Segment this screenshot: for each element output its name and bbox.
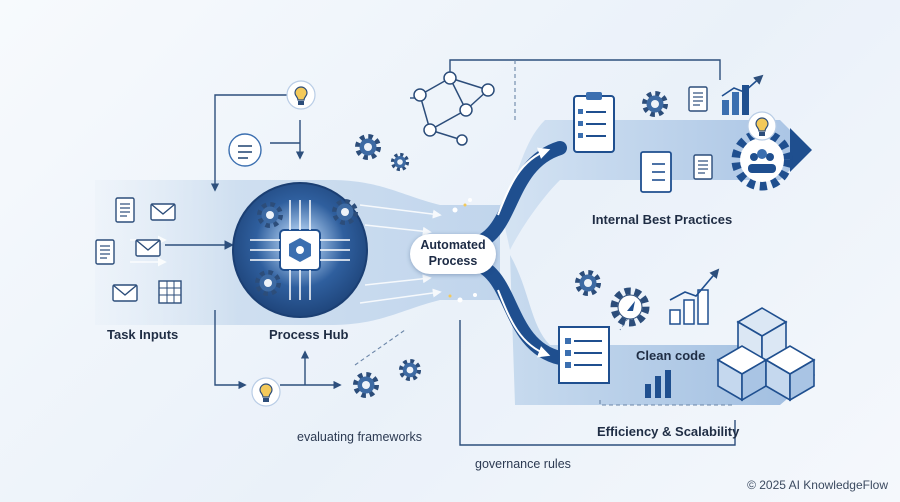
automated-process-label: Automated Process — [410, 237, 496, 269]
upper-arrow-highlight — [497, 147, 551, 216]
checklist-arrows-icon — [228, 133, 262, 167]
spreadsheet-icon — [158, 280, 182, 304]
governance-rules-label: governance rules — [475, 457, 571, 471]
efficiency-scalability-label: Efficiency & Scalability — [597, 424, 740, 439]
internal-best-practices-label: Internal Best Practices — [592, 212, 733, 227]
sparkle-dots — [448, 198, 477, 303]
connector-lines — [165, 59, 736, 446]
lightbulb-icon — [251, 377, 281, 407]
automated-process-pill — [410, 234, 496, 274]
network-icon — [413, 71, 495, 146]
gear-icon — [358, 137, 378, 157]
automated-process-line2: Process — [428, 254, 478, 268]
envelope-icon — [135, 239, 161, 257]
gear-icon — [356, 375, 376, 395]
task-inputs-label: Task Inputs — [107, 327, 179, 342]
evaluating-frameworks-label: evaluating frameworks — [297, 430, 423, 444]
lightbulb-icon — [286, 80, 316, 110]
scroll-checklist-icon — [558, 326, 610, 384]
envelope-icon — [150, 203, 176, 221]
bar-chart-icon — [645, 370, 671, 398]
document-icon — [693, 154, 713, 180]
gear-icon — [393, 155, 407, 169]
bar-chart-icon — [669, 268, 720, 325]
upper-arrow-head — [790, 128, 812, 172]
bar-chart-icon — [721, 74, 764, 115]
gear-icon — [402, 362, 419, 379]
clipboard-checklist-icon — [640, 151, 672, 193]
lower-arrow-highlight — [497, 289, 551, 358]
process-hub-label: Process Hub — [269, 327, 349, 342]
copyright-footer: © 2025 AI KnowledgeFlow — [747, 478, 888, 492]
process-hub — [232, 182, 368, 318]
gear-icon — [578, 273, 598, 293]
clean-code-label: Clean code — [636, 348, 706, 363]
document-icon — [688, 86, 708, 112]
envelope-icon — [112, 284, 138, 302]
gear-icon — [645, 94, 665, 114]
cube-stack-icon — [716, 307, 816, 402]
automated-process-line1: Automated — [420, 238, 486, 252]
document-icon — [115, 197, 135, 223]
clipboard-checklist-icon — [573, 92, 615, 153]
task-input-icons — [95, 197, 182, 304]
document-icon — [95, 239, 115, 265]
compass-gear-icon — [610, 287, 650, 327]
processor-icon — [250, 200, 350, 300]
lightbulb-icon — [747, 111, 777, 141]
